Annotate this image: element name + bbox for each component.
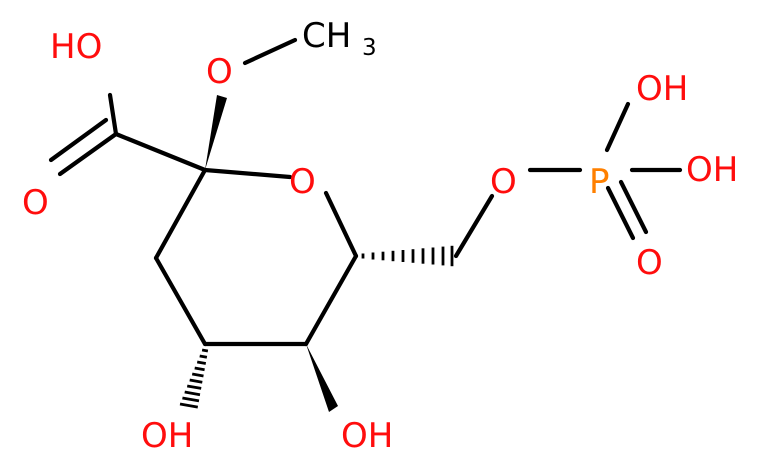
hash-c6-ch2 [361, 245, 454, 267]
bond-c4-c3 [153, 255, 208, 347]
atom-label-methyl-c: CH [302, 16, 351, 56]
wedge-c2-methoxy [205, 95, 227, 170]
hash-c4-oh [179, 348, 209, 409]
stereo-bonds [179, 95, 454, 412]
atom-label-p-oh-1: OH [636, 69, 688, 109]
bond-p-oh-1 [604, 101, 631, 153]
bond-ch2-ester-o [453, 193, 495, 259]
bonds [48, 37, 683, 347]
atom-label-phosphorus: P [589, 162, 610, 202]
atom-label-methyl-subscript: 3 [362, 35, 377, 61]
bond-carboxyl-c-o-1 [57, 131, 119, 177]
bond-ring-o-c6 [323, 190, 359, 259]
bond-p-oxo-2 [618, 179, 649, 235]
bond-carboxyl-c-oh [107, 92, 119, 137]
atom-label-ring-o: O [289, 162, 316, 202]
atom-label-methoxy-o: O [206, 52, 233, 92]
atom-label-c5-oh: OH [341, 416, 393, 456]
bond-c3-c2 [153, 167, 208, 261]
atom-label-p-oh-2: OH [686, 150, 738, 190]
bond-c2-carboxyl-c [113, 131, 208, 173]
atom-labels: HO O O CH 3 O O P OH OH O OH OH [22, 16, 738, 456]
bond-p-oxo-1 [605, 185, 636, 241]
wedge-c5-oh [306, 344, 338, 412]
atom-label-carbonyl-o: O [22, 183, 49, 223]
bond-methoxy-o-ch3 [242, 37, 298, 66]
atom-label-c4-oh: OH [141, 416, 193, 456]
bond-c6-c5 [303, 253, 359, 347]
atom-label-ester-o: O [490, 162, 517, 202]
bond-c2-ring-o [202, 167, 293, 180]
atom-label-p-oxo: O [636, 243, 663, 283]
bond-carboxyl-c-o-2 [48, 117, 109, 163]
atom-label-carboxyl-oh: HO [50, 27, 102, 67]
